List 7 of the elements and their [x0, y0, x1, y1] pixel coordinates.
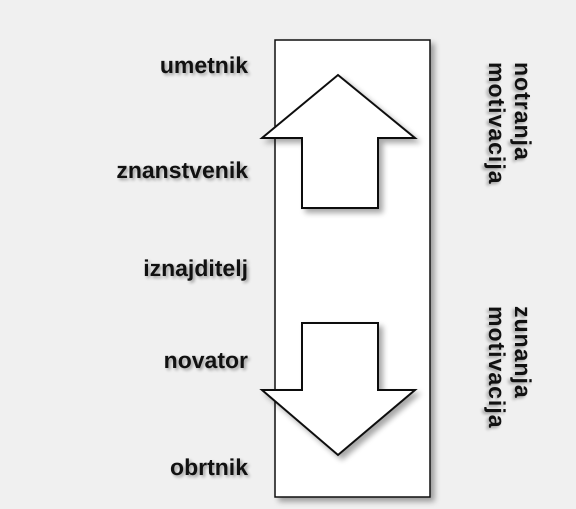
- motivation-label: zunanja motivacija: [484, 306, 536, 430]
- motivation-label: notranja motivacija: [484, 62, 536, 186]
- role-label: obrtnik: [170, 454, 248, 480]
- role-label: znanstvenik: [116, 157, 248, 183]
- role-label: umetnik: [160, 52, 248, 78]
- role-label: iznajditelj: [143, 255, 248, 281]
- role-label: novator: [164, 347, 248, 373]
